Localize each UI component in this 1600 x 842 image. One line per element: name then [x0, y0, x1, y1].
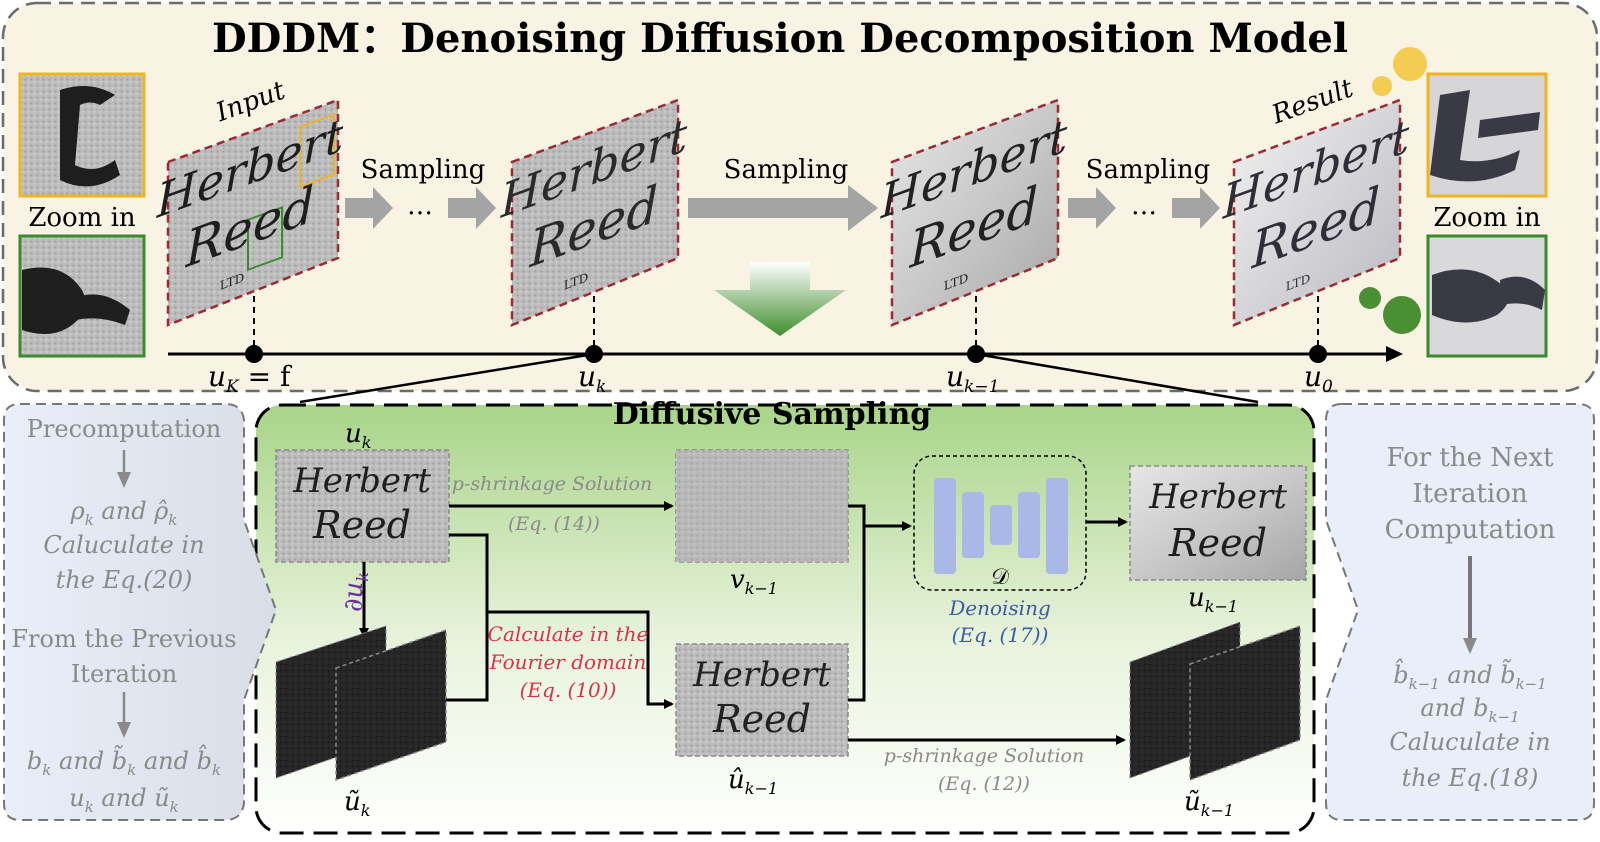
image-uk: Herbert Reed [275, 449, 450, 563]
left-heading: Precomputation [27, 415, 221, 443]
left-from-1: From the Previous [11, 625, 236, 653]
line-uk-to-fourier [449, 533, 674, 709]
ellipsis-3: … [1131, 191, 1157, 221]
vk-label: vk−1 [730, 565, 778, 598]
left-calc-2: the Eq.(20) [56, 566, 193, 594]
unet-icon [934, 478, 1068, 574]
zoom-label-left: Zoom in [28, 203, 136, 233]
eq17-label: (Eq. (17)) [952, 623, 1049, 647]
thought-bubble-green-small [1359, 287, 1381, 309]
output-ukm1-label: uk−1 [1188, 583, 1238, 616]
denoiser-symbol: 𝒟 [991, 565, 1009, 590]
svg-text:Herbert: Herbert [692, 655, 831, 695]
eq10-label: (Eq. (10)) [520, 678, 617, 702]
thought-bubble-green-large [1383, 296, 1421, 334]
utilde-k-label: ũk [344, 787, 370, 820]
zoom-connector-left [299, 352, 595, 404]
svg-text:Reed: Reed [712, 697, 811, 741]
sampling-arrow-1 [345, 187, 496, 229]
image-output-gradient-stack [1129, 621, 1301, 782]
eq14-label: (Eq. (14)) [508, 513, 600, 535]
expand-down-arrow [714, 262, 846, 336]
zoom-crop-left-green [18, 234, 146, 358]
svg-text:Reed: Reed [1168, 521, 1267, 565]
left-b-line: bk and b̃k and b̂k [27, 744, 221, 779]
right-b-line: b̂k−1 and b̃k−1 [1393, 658, 1547, 693]
pshrink-bottom-label: p-shrinkage Solution [884, 745, 1084, 767]
zoom-crop-right-gold [1426, 72, 1548, 198]
left-calc-1: Caluculate in [43, 531, 204, 559]
top-panel [1, 1, 1599, 393]
sampling-arrow-2 [688, 185, 878, 231]
fourier-label-1: Calculate in the [488, 622, 649, 646]
right-calc-1: Caluculate in [1389, 728, 1550, 756]
denoising-label: Denoising [948, 596, 1051, 620]
line-uhat-to-denoiser [848, 526, 866, 702]
zoom-connector-right [975, 352, 1259, 404]
zoom-label-right: Zoom in [1433, 203, 1541, 233]
timeline-label-uk: uk [578, 360, 606, 397]
left-rho-line: ρk and ρ̂k [70, 497, 178, 529]
svg-text:Herbert: Herbert [292, 461, 431, 501]
right-panel [1325, 403, 1595, 821]
line-gradient-to-fourier [446, 612, 489, 702]
ellipsis-1: … [407, 191, 433, 221]
timeline-label-u0: u0 [1304, 360, 1333, 397]
uhat-label: ûk−1 [728, 765, 778, 798]
thought-bubble-gold-small [1372, 76, 1392, 96]
center-heading: Diffusive Sampling [613, 397, 932, 432]
zoom-crop-left-gold [18, 72, 146, 198]
left-u-line: uk and ũk [69, 784, 179, 816]
sampling-arrow-3 [1068, 187, 1220, 229]
sampling-label-3: Sampling [1086, 155, 1211, 185]
timeline-label-uK: uK = f [208, 360, 293, 397]
right-and-b-line: and bk−1 [1420, 694, 1519, 726]
image-output-ukm1: Herbert Reed [1129, 465, 1307, 581]
right-line-3: Computation [1385, 515, 1556, 545]
pshrink-top-label: p-shrinkage Solution [452, 473, 652, 495]
thought-bubble-gold-large [1393, 47, 1427, 81]
right-line-2: Iteration [1412, 479, 1527, 509]
left-panel [3, 403, 278, 821]
partial-uk-label: ∂uk [339, 572, 372, 612]
timeline-dashes [253, 296, 1319, 348]
line-vk-to-denoiser [848, 504, 866, 526]
image-uhat: Herbert Reed [675, 643, 849, 757]
image-gradient-stack [275, 625, 447, 782]
svg-text:Reed: Reed [312, 503, 411, 547]
eq12-label: (Eq. (12)) [938, 773, 1030, 795]
diagram-title: DDDM：Denoising Diffusion Decomposition M… [212, 15, 1348, 62]
sampling-label-2: Sampling [724, 155, 849, 185]
uk-label: uk [345, 419, 371, 452]
sampling-label-1: Sampling [361, 155, 486, 185]
left-from-2: Iteration [71, 660, 177, 688]
image-result: Herbert Reed LTD [1222, 98, 1410, 327]
right-line-1: For the Next [1386, 443, 1554, 473]
svg-text:Herbert: Herbert [1148, 477, 1287, 517]
right-calc-2: the Eq.(18) [1402, 764, 1539, 792]
utilde-out-label: ũk−1 [1184, 787, 1234, 820]
zoom-crop-right-green [1426, 234, 1548, 358]
timeline-label-ukm1: uk−1 [946, 360, 999, 397]
fourier-label-2: Fourier domain [489, 650, 646, 674]
